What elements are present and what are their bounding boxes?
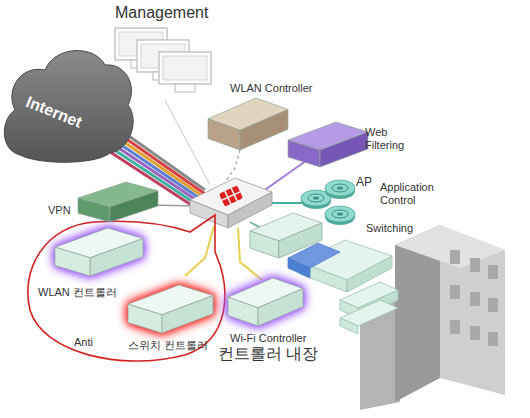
controller-device: 스위치 컨트롤러 bbox=[128, 285, 213, 333]
box-shape bbox=[250, 213, 322, 258]
node-heading: Management bbox=[115, 4, 208, 22]
device-label: Switching bbox=[366, 222, 413, 235]
box-shape bbox=[128, 285, 213, 333]
device-label: AP bbox=[356, 176, 372, 190]
device-note: 컨트롤러 내장 bbox=[218, 345, 318, 363]
device-label: Web Filtering bbox=[365, 126, 415, 151]
internet-cloud: Internet bbox=[0, 35, 135, 165]
wire bbox=[225, 150, 240, 182]
switch-device: Switching bbox=[250, 213, 322, 258]
box-shape bbox=[288, 122, 368, 167]
device-label: WLAN 컨트롤러 bbox=[38, 286, 117, 299]
vpn-device: VPN bbox=[78, 182, 158, 222]
callout-bubble bbox=[28, 215, 225, 361]
wire bbox=[165, 100, 210, 185]
feature-label: Application Control bbox=[380, 181, 442, 206]
controller-device: WLAN Controller bbox=[208, 98, 288, 150]
device-label: Wi-Fi Controller bbox=[230, 332, 306, 345]
feature-label: Anti bbox=[74, 336, 93, 349]
cloud-shape bbox=[0, 35, 135, 165]
firewall-appliance bbox=[190, 178, 272, 228]
box-shape bbox=[208, 98, 288, 150]
switch-stack bbox=[288, 240, 398, 334]
controller-device: WLAN 컨트롤러 bbox=[55, 228, 143, 276]
box-shape bbox=[55, 228, 143, 276]
device-label: VPN bbox=[48, 204, 71, 217]
controller-device: Wi-Fi Controller컨트롤러 내장 bbox=[228, 278, 303, 326]
device-label: 스위치 컨트롤러 bbox=[128, 339, 208, 352]
wire bbox=[262, 158, 310, 192]
device-label: WLAN Controller bbox=[230, 82, 313, 95]
box-shape bbox=[78, 182, 158, 222]
filter-device: Web Filtering bbox=[288, 122, 368, 167]
wire bbox=[185, 226, 214, 276]
box-shape bbox=[228, 278, 303, 326]
